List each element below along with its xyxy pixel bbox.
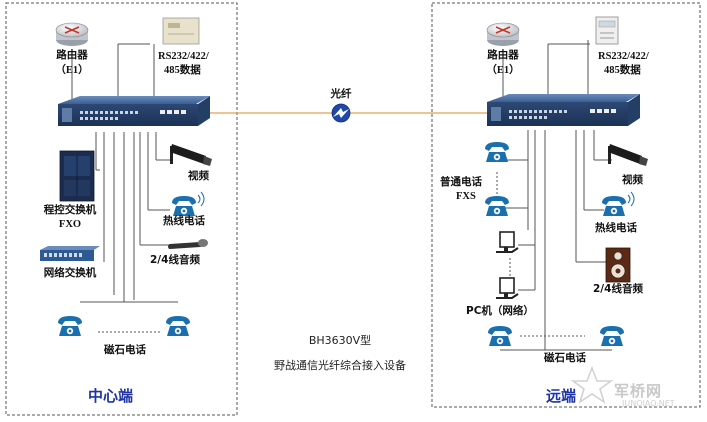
right-connection-lines xyxy=(500,40,612,351)
left-hotline-phone-icon xyxy=(172,191,205,216)
left-magneto-phone-icon xyxy=(58,316,82,336)
pbx-sub: FXO xyxy=(58,219,82,230)
right-pc-label: PC机（网络） xyxy=(466,305,534,317)
speaker-icon xyxy=(605,247,631,283)
left-bh3630v-device-icon xyxy=(58,96,210,126)
microphone-icon xyxy=(168,239,208,250)
center-panel-border xyxy=(5,2,238,416)
right-magneto-phone-2-icon xyxy=(600,326,624,346)
left-rs-label: RS232/422/ xyxy=(158,51,209,62)
right-fxs-phone-2-icon xyxy=(485,196,509,216)
watermark-star-icon xyxy=(570,365,614,404)
right-phone-label: 普通电话 xyxy=(440,176,482,188)
left-rs-sub: 485数据 xyxy=(164,65,201,76)
network-switch-icon xyxy=(40,246,100,261)
right-rs-label: RS232/422/ xyxy=(598,51,649,62)
left-hotline-label: 热线电话 xyxy=(163,215,205,227)
remote-zone-label: 远端 xyxy=(546,387,577,405)
right-router-label: 路由器 xyxy=(487,49,519,61)
left-video-label: 视频 xyxy=(188,170,209,182)
left-audio-label: 2/4线音频 xyxy=(150,254,200,266)
left-magneto-label: 磁石电话 xyxy=(104,344,146,356)
fiber-label: 光纤 xyxy=(330,88,352,100)
switch-label: 网络交换机 xyxy=(43,267,97,279)
left-router-sub: （E1） xyxy=(55,65,89,76)
right-router-icon xyxy=(486,22,520,46)
remote-panel-border xyxy=(431,2,701,408)
right-hotline-label: 热线电话 xyxy=(595,222,637,234)
right-rs-sub: 485数据 xyxy=(604,65,641,76)
pbx-label: 程控交换机 xyxy=(43,204,97,216)
watermark-text: 军桥网 xyxy=(614,382,663,400)
left-connection-lines xyxy=(71,43,178,303)
right-pc-2-icon xyxy=(496,277,519,299)
right-bh3630v-device-icon xyxy=(487,94,640,126)
left-data-terminal-icon xyxy=(162,17,200,45)
device-description: 野战通信光纤综合接入设备 xyxy=(274,359,406,372)
left-router-label: 路由器 xyxy=(56,49,88,61)
device-model-title: BH3630V型 xyxy=(308,334,372,347)
right-hotline-phone-icon xyxy=(602,191,635,216)
left-router-icon xyxy=(55,22,89,46)
right-video-camera-icon xyxy=(608,144,648,166)
right-audio-label: 2/4线音频 xyxy=(593,283,643,295)
right-phone-sub: FXS xyxy=(456,191,476,202)
center-zone-label: 中心端 xyxy=(88,387,134,405)
right-data-terminal-icon xyxy=(595,16,619,45)
right-magneto-phone-icon xyxy=(488,326,512,346)
fiber-connector-icon xyxy=(331,103,351,123)
left-magneto-phone-2-icon xyxy=(166,316,190,336)
right-magneto-label: 磁石电话 xyxy=(544,352,586,364)
right-video-label: 视频 xyxy=(622,174,643,186)
right-pc-icon xyxy=(496,231,519,253)
right-fxs-phone-icon xyxy=(485,142,509,162)
watermark-sub-text: JUNQIAO.NET xyxy=(622,399,675,408)
right-router-sub: （E1） xyxy=(486,65,520,76)
pbx-icon xyxy=(59,150,95,202)
left-video-camera-icon xyxy=(170,144,212,166)
